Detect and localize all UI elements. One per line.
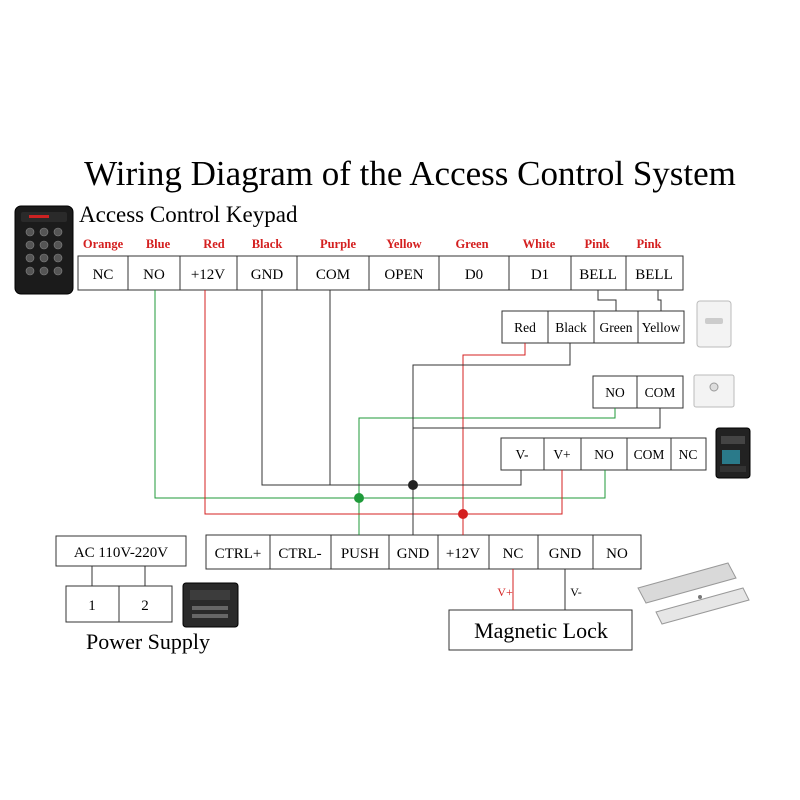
keypad-terminal-com: COM [316, 267, 350, 283]
receiver-terminal-nc: NC [679, 447, 698, 462]
wire-color-open: Yellow [386, 237, 421, 251]
keypad-terminal-row: NC NO +12V GND COM OPEN D0 D1 BELL BELL [77, 255, 684, 291]
keypad-terminal-nc: NC [93, 267, 114, 283]
doorbell-terminal-yellow: Yellow [642, 320, 681, 335]
junction-red [458, 509, 468, 519]
keypad-terminal-d1: D1 [531, 267, 549, 283]
wire-color-gnd: Black [252, 237, 283, 251]
ac-input-label: AC 110V-220V [74, 545, 168, 561]
keypad-wire-colors: Orange Blue Red Black Purple Yellow Gree… [83, 237, 662, 251]
lock-minus-label: V- [570, 585, 582, 599]
receiver-terminal-com: COM [634, 447, 665, 462]
receiver-terminal-row: V- V+ NO COM NC [500, 437, 707, 471]
psu-terminal-ctrl-minus: CTRL- [278, 546, 321, 562]
wire-green-no [154, 290, 606, 499]
keypad-terminal-bell-2: BELL [635, 267, 673, 283]
keypad-terminal-12v: +12V [191, 267, 225, 283]
doorbell-terminal-row: Red Black Green Yellow [501, 310, 685, 344]
exit-button-device-image [693, 374, 735, 408]
receiver-device-image [715, 427, 751, 479]
wire-color-d0: Green [455, 237, 488, 251]
wire-green-exit [358, 408, 616, 535]
exit-button-terminal-row: NO COM [592, 375, 684, 409]
wire-color-com: Purple [320, 237, 357, 251]
ac-input-box: AC 110V-220V [55, 535, 187, 567]
receiver-terminal-v-plus: V+ [553, 447, 570, 462]
doorbell-terminal-green: Green [600, 320, 633, 335]
psu-terminal-no: NO [606, 546, 628, 562]
keypad-terminal-d0: D0 [465, 267, 483, 283]
magnetic-lock-device-image [637, 562, 750, 625]
wire-color-d1: White [523, 237, 556, 251]
psu-terminal-ctrl-plus: CTRL+ [215, 546, 262, 562]
keypad-terminal-open: OPEN [384, 267, 423, 283]
keypad-label: Access Control Keypad [79, 202, 298, 227]
wire-black-exit-com [413, 408, 661, 429]
wires [91, 290, 662, 610]
receiver-terminal-no: NO [594, 447, 614, 462]
doorbell-device-image [696, 300, 732, 348]
wire-bell-1 [597, 290, 617, 311]
wire-bell-2 [657, 290, 662, 311]
power-input-2: 2 [141, 598, 149, 614]
wire-color-bell-1: Pink [584, 237, 609, 251]
power-supply-terminal-row: CTRL+ CTRL- PUSH GND +12V NC GND NO [205, 534, 642, 570]
exit-button-terminal-com: COM [645, 385, 676, 400]
psu-terminal-12v: +12V [446, 546, 480, 562]
page-title: Wiring Diagram of the Access Control Sys… [84, 154, 736, 193]
receiver-terminal-v-minus: V- [515, 447, 529, 462]
wire-color-no: Blue [146, 237, 171, 251]
keypad-device-image [14, 205, 74, 295]
wire-red-12v [204, 290, 526, 515]
lock-plus-label: V+ [497, 585, 513, 599]
power-input-terminals: 1 2 [65, 585, 173, 623]
wire-black-gnd [261, 290, 522, 486]
junction-green [354, 493, 364, 503]
wire-color-nc: Orange [83, 237, 124, 251]
power-supply-label: Power Supply [86, 629, 210, 654]
wire-red-receiver [463, 470, 563, 515]
magnetic-lock-box: Magnetic Lock [448, 609, 633, 651]
wire-color-bell-2: Pink [636, 237, 661, 251]
doorbell-terminal-black: Black [555, 320, 587, 335]
wire-color-12v: Red [203, 237, 225, 251]
keypad-terminal-gnd: GND [251, 267, 284, 283]
power-input-1: 1 [88, 598, 96, 614]
keypad-terminal-bell-1: BELL [579, 267, 617, 283]
wire-black-doorbell [412, 343, 571, 535]
junction-black [408, 480, 418, 490]
psu-terminal-gnd-2: GND [549, 546, 582, 562]
magnetic-lock-label: Magnetic Lock [474, 618, 608, 643]
psu-terminal-gnd: GND [397, 546, 430, 562]
keypad-terminal-no: NO [143, 267, 165, 283]
doorbell-terminal-red: Red [514, 320, 536, 335]
psu-terminal-push: PUSH [341, 546, 380, 562]
psu-terminal-nc: NC [503, 546, 524, 562]
exit-button-terminal-no: NO [605, 385, 625, 400]
power-supply-device-image [182, 582, 239, 628]
